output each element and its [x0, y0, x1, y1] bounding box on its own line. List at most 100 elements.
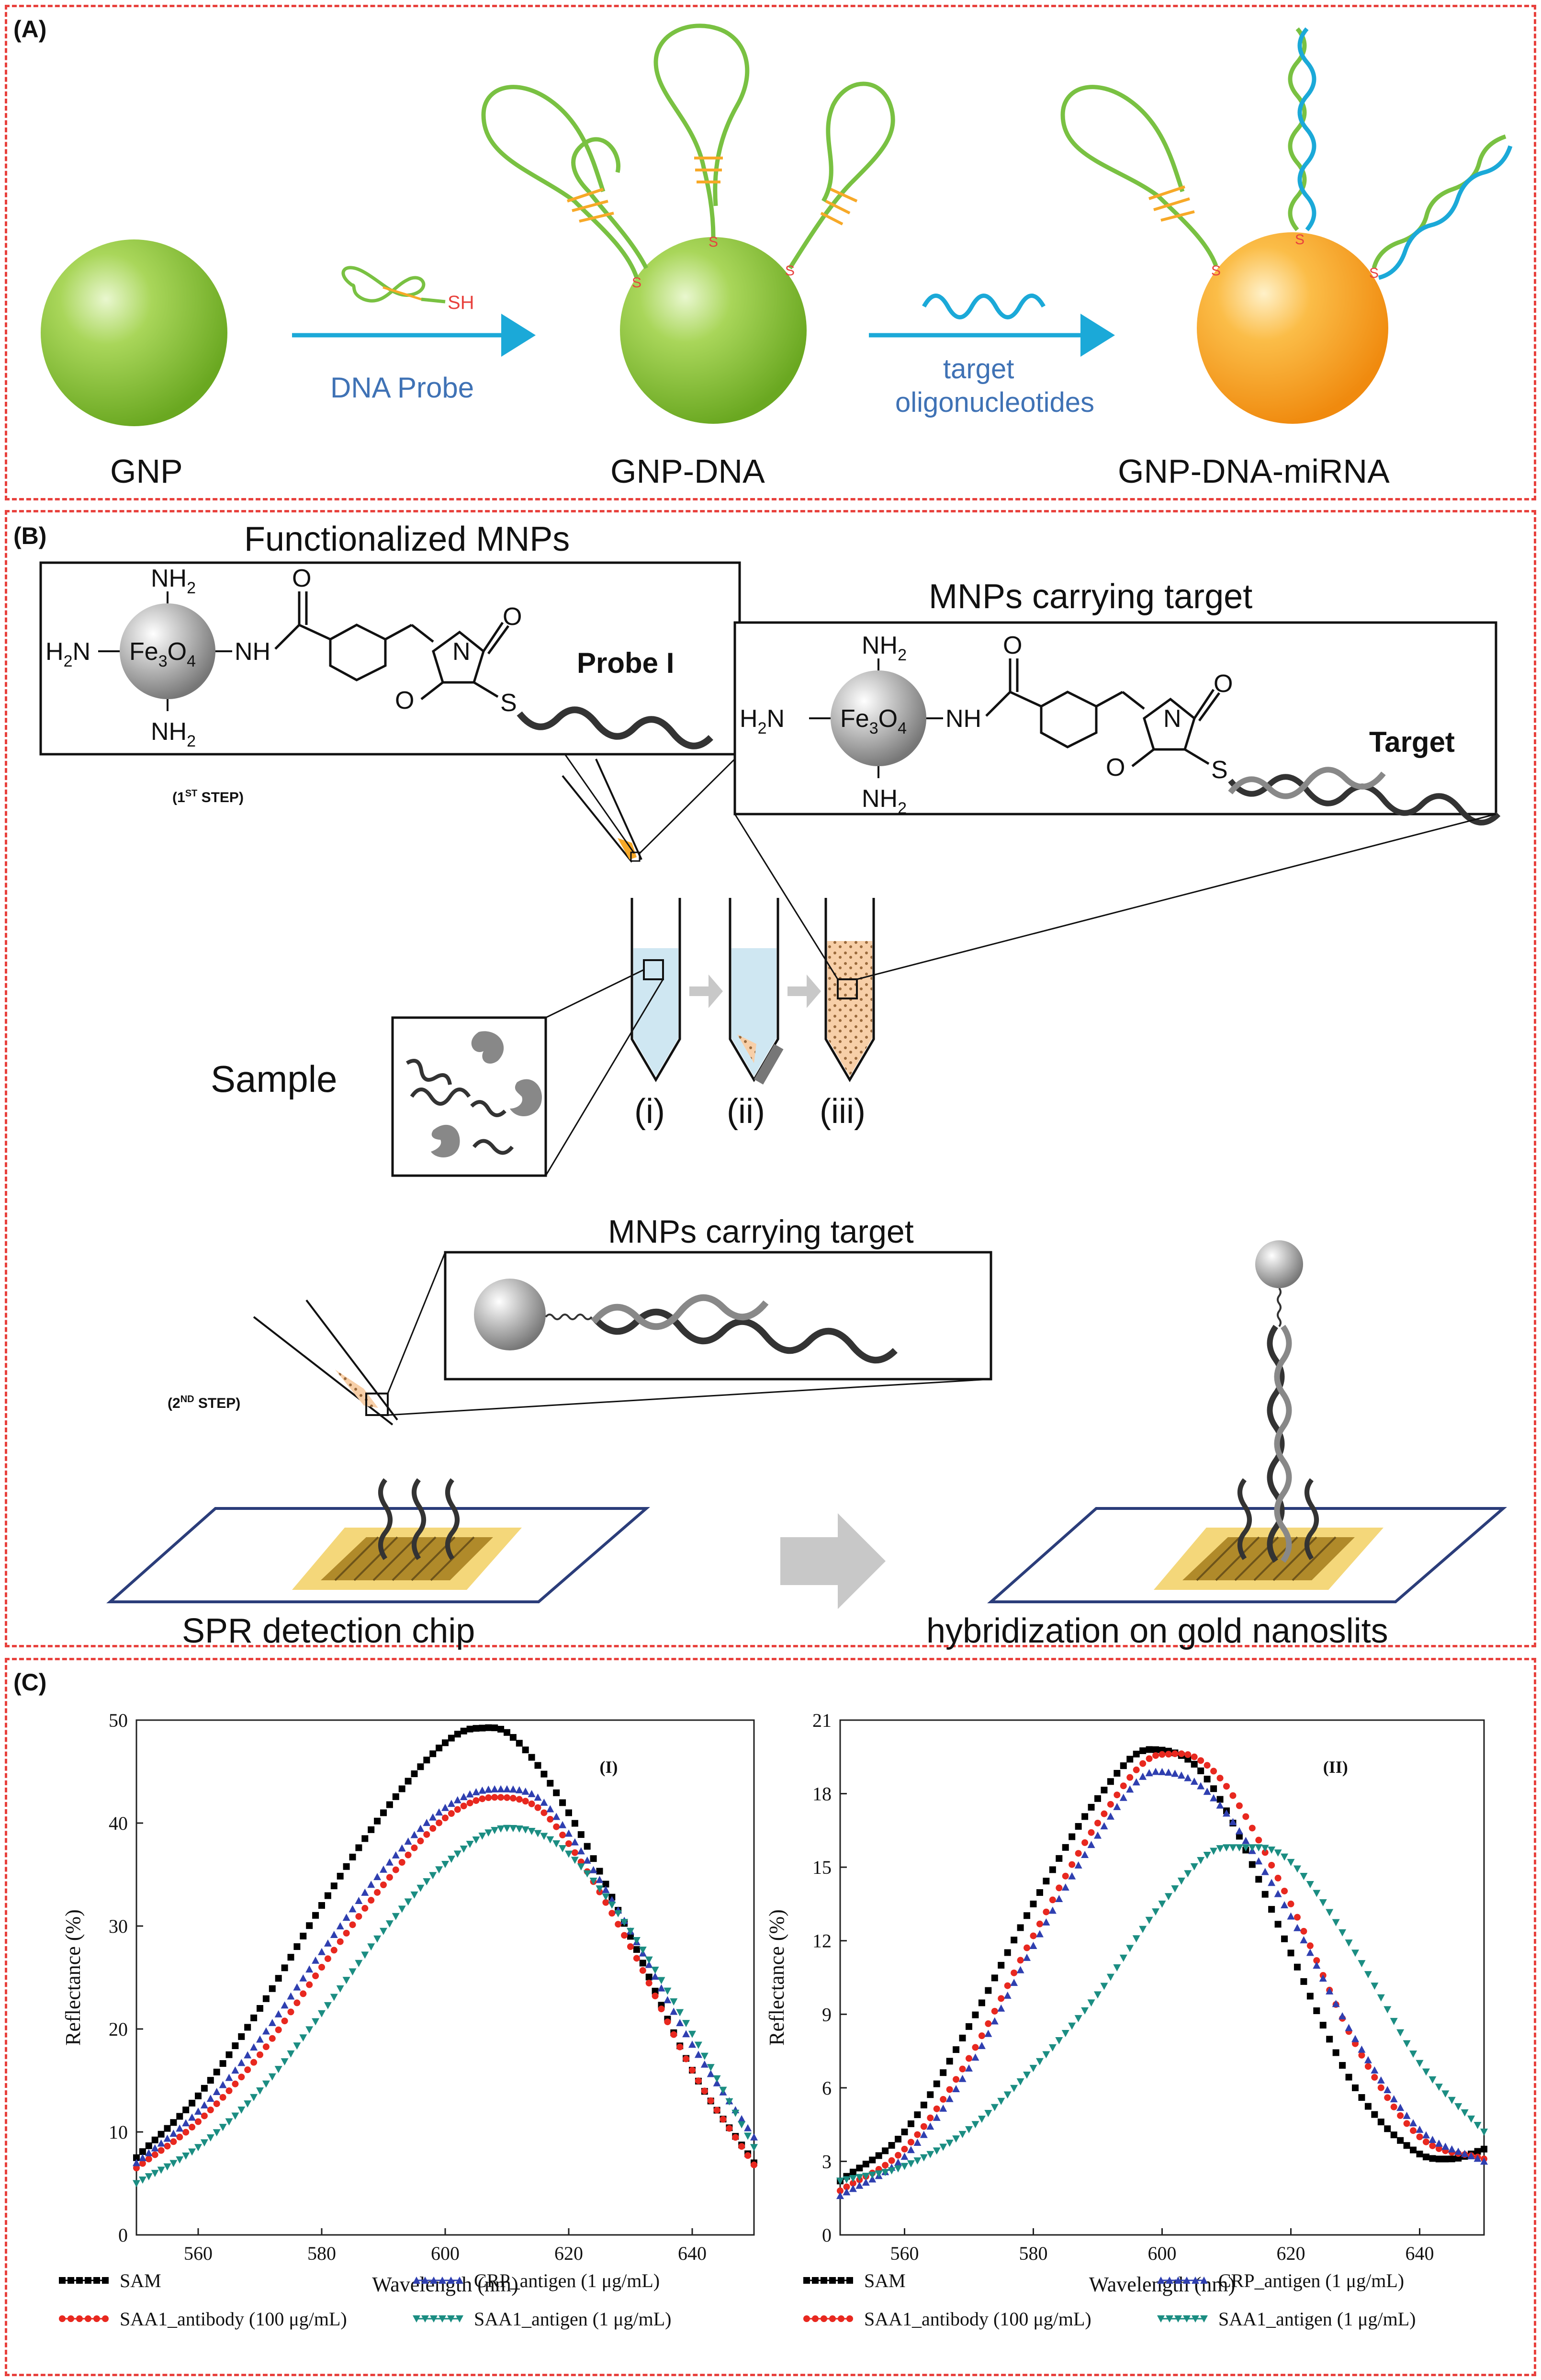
- data-point: [900, 2163, 909, 2170]
- data-point: [978, 2032, 985, 2040]
- data-point: [933, 2080, 940, 2087]
- data-point: [448, 1810, 455, 1817]
- data-point: [1248, 1844, 1256, 1852]
- data-point: [953, 2046, 960, 2053]
- data-point: [466, 1841, 474, 1848]
- data-point: [504, 1729, 510, 1736]
- surface-probes-1: [378, 1478, 460, 1560]
- data-point: [497, 1785, 505, 1792]
- data-point: [182, 2129, 190, 2136]
- data-point: [1152, 1752, 1159, 1759]
- data-point: [1255, 1876, 1262, 1883]
- data-point: [1242, 1844, 1250, 1852]
- x-tick-label: 620: [1277, 2243, 1305, 2264]
- data-point: [274, 2010, 282, 2017]
- data-point: [978, 2115, 986, 2123]
- data-point: [571, 1820, 578, 1827]
- data-point: [559, 1799, 566, 1806]
- data-point: [1094, 1820, 1101, 1826]
- data-point: [460, 1802, 467, 1810]
- data-point: [907, 2146, 915, 2153]
- data-point: [1043, 1878, 1050, 1885]
- data-point: [888, 2142, 895, 2149]
- data-point: [571, 1857, 579, 1864]
- data-point: [1030, 1932, 1037, 1939]
- y-tick-label: 6: [822, 2077, 832, 2099]
- data-point: [1204, 1762, 1211, 1769]
- series-3: [133, 1785, 758, 2166]
- data-point: [676, 2009, 684, 2017]
- nh-linker-2: NH: [945, 705, 981, 733]
- data-point: [1274, 1874, 1282, 1881]
- data-point: [894, 2158, 902, 2166]
- data-point: [1164, 1768, 1172, 1776]
- data-point: [683, 2055, 690, 2063]
- data-point: [1042, 1918, 1050, 1926]
- data-point: [984, 2029, 992, 2037]
- data-point: [423, 1878, 431, 1886]
- gnp-dna-mirna-sphere: [1197, 232, 1388, 424]
- y-tick-label: 0: [822, 2224, 832, 2246]
- data-point: [1146, 1746, 1153, 1753]
- spr-chip-label: SPR detection chip: [182, 1612, 475, 1650]
- link-s-1: S: [632, 275, 641, 291]
- data-point: [528, 1800, 535, 1807]
- data-point: [1035, 2058, 1044, 2065]
- data-point: [287, 2008, 294, 2016]
- gold-nanoslit-pad-2: [1154, 1528, 1384, 1590]
- data-point: [1371, 2066, 1379, 2074]
- data-point: [1319, 2022, 1327, 2029]
- data-point: [707, 2064, 715, 2072]
- data-point: [231, 2112, 239, 2120]
- data-point: [447, 1856, 455, 1863]
- nh2-top-2: NH2: [862, 632, 907, 664]
- data-point: [1177, 1771, 1185, 1779]
- data-point: [1435, 2084, 1443, 2091]
- data-point: [651, 1966, 659, 1974]
- data-point: [971, 2053, 979, 2061]
- data-point: [1313, 1890, 1321, 1897]
- data-point: [219, 2060, 226, 2067]
- link-s-2: S: [709, 234, 718, 250]
- data-point: [639, 1960, 646, 1967]
- data-point: [920, 2131, 928, 2138]
- x-tick-label: 560: [890, 2243, 919, 2264]
- amine-groups-2: [809, 658, 943, 778]
- data-point: [1029, 1941, 1037, 1949]
- data-point: [337, 1938, 344, 1945]
- data-point: [1422, 2153, 1429, 2161]
- data-point: [1416, 2151, 1423, 2158]
- data-point: [1210, 1794, 1218, 1802]
- data-point: [373, 1873, 382, 1881]
- data-point: [133, 2165, 140, 2172]
- data-point: [138, 2176, 146, 2184]
- data-point: [1068, 2022, 1076, 2030]
- data-point: [1158, 1900, 1166, 1908]
- dna-probe-base-pairs: [567, 157, 858, 226]
- data-point: [1126, 1756, 1134, 1763]
- arrow-tube-1: [689, 975, 723, 1008]
- data-point: [250, 2059, 258, 2066]
- data-point: [138, 2153, 146, 2161]
- data-point: [454, 1806, 461, 1813]
- data-point: [368, 1826, 375, 1833]
- data-point: [658, 2006, 665, 2013]
- data-point: [1229, 1792, 1237, 1799]
- data-point: [958, 2074, 967, 2082]
- data-point: [1024, 1944, 1031, 1951]
- data-point: [1306, 1993, 1314, 2000]
- data-point: [436, 1819, 443, 1826]
- data-point: [1371, 2074, 1378, 2081]
- data-point: [972, 2044, 979, 2051]
- data-point: [621, 1932, 628, 1939]
- linker-skeleton-2: [985, 658, 1221, 767]
- data-point: [1255, 1857, 1263, 1865]
- data-point: [367, 1881, 375, 1888]
- data-point: [1184, 1774, 1192, 1781]
- data-point: [133, 2159, 140, 2166]
- data-point: [398, 1905, 406, 1913]
- data-point: [491, 1794, 498, 1801]
- target-duplex-3: [591, 1294, 898, 1364]
- data-point: [453, 1850, 461, 1858]
